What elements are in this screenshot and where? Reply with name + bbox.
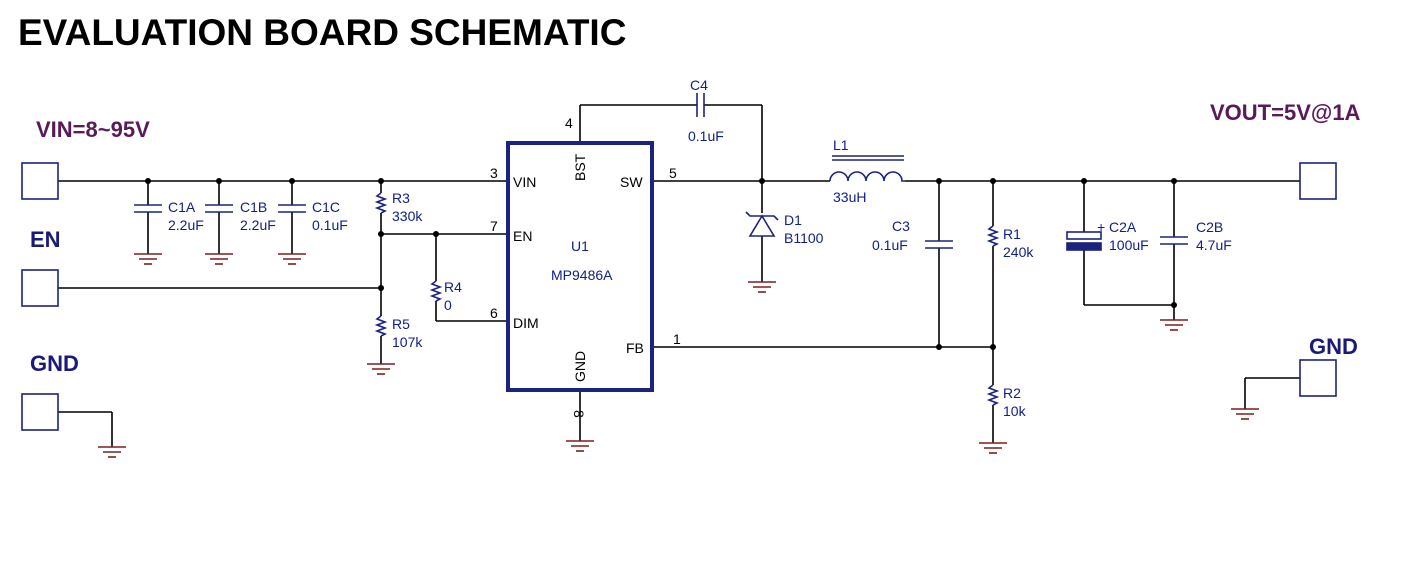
svg-text:1: 1: [673, 331, 681, 347]
resistor-r5: R5 107k: [374, 315, 423, 350]
resistor-r3: R3 330k: [374, 190, 423, 224]
svg-text:C1B: C1B: [240, 199, 267, 215]
svg-text:GND: GND: [1309, 334, 1358, 359]
diode-d1: D1 B1100: [745, 211, 824, 246]
svg-text:0.1uF: 0.1uF: [312, 217, 348, 233]
svg-text:5: 5: [669, 165, 677, 181]
ground-symbols: [98, 253, 1259, 458]
wires: [58, 104, 1300, 447]
svg-text:R5: R5: [392, 316, 410, 332]
svg-text:0: 0: [444, 297, 452, 313]
port-gnd-right: GND: [1299, 334, 1358, 397]
port-en: EN: [21, 227, 61, 307]
svg-text:R4: R4: [444, 279, 462, 295]
port-vout: VOUT=5V@1A: [1210, 100, 1361, 200]
ic-u1: U1 MP9486A VIN EN DIM SW FB BST GND 3 7 …: [490, 115, 681, 418]
capacitor-c1a: C1A 2.2uF: [134, 199, 204, 233]
svg-text:8: 8: [571, 410, 587, 418]
svg-text:C4: C4: [690, 77, 708, 93]
svg-text:GND: GND: [572, 351, 588, 382]
svg-text:33uH: 33uH: [833, 189, 866, 205]
svg-text:EN: EN: [30, 227, 61, 252]
svg-text:C2B: C2B: [1196, 219, 1223, 235]
resistor-r2: R2 10k: [986, 384, 1027, 419]
capacitor-c3: C3 0.1uF: [872, 218, 953, 253]
page-title: EVALUATION BOARD SCHEMATIC: [18, 12, 627, 53]
svg-text:330k: 330k: [392, 208, 423, 224]
svg-text:U1: U1: [571, 238, 589, 254]
svg-text:240k: 240k: [1003, 244, 1034, 260]
svg-text:GND: GND: [30, 351, 79, 376]
junction-dots: [145, 178, 1177, 350]
svg-text:B1100: B1100: [784, 230, 824, 246]
svg-text:R1: R1: [1003, 226, 1021, 242]
capacitor-c1c: C1C 0.1uF: [278, 199, 348, 233]
svg-text:BST: BST: [572, 153, 588, 181]
svg-text:7: 7: [490, 218, 498, 234]
capacitor-c2b: C2B 4.7uF: [1160, 219, 1232, 253]
svg-text:0.1uF: 0.1uF: [688, 128, 724, 144]
resistor-r1: R1 240k: [986, 225, 1034, 260]
port-gnd-left: GND: [21, 351, 79, 431]
svg-text:R2: R2: [1003, 385, 1021, 401]
svg-text:C1C: C1C: [312, 199, 340, 215]
svg-text:0.1uF: 0.1uF: [872, 237, 908, 253]
inductor-l1: L1 33uH: [829, 137, 905, 205]
svg-text:VIN=8~95V: VIN=8~95V: [36, 117, 150, 142]
svg-text:100uF: 100uF: [1109, 237, 1149, 253]
svg-text:L1: L1: [833, 137, 849, 153]
capacitor-c2a: + C2A 100uF: [1066, 219, 1149, 253]
svg-text:2.2uF: 2.2uF: [168, 217, 204, 233]
svg-text:DIM: DIM: [513, 315, 539, 331]
svg-text:2.2uF: 2.2uF: [240, 217, 276, 233]
capacitor-c1b: C1B 2.2uF: [205, 199, 276, 233]
svg-text:4: 4: [565, 115, 573, 131]
svg-text:MP9486A: MP9486A: [551, 267, 613, 283]
svg-text:VOUT=5V@1A: VOUT=5V@1A: [1210, 100, 1361, 125]
svg-text:FB: FB: [626, 340, 644, 356]
svg-text:SW: SW: [620, 174, 643, 190]
svg-text:VIN: VIN: [513, 174, 536, 190]
svg-text:C3: C3: [892, 218, 910, 234]
svg-text:6: 6: [490, 305, 498, 321]
resistor-r4: R4 0: [429, 279, 462, 313]
svg-text:C1A: C1A: [168, 199, 196, 215]
svg-text:4.7uF: 4.7uF: [1196, 237, 1232, 253]
svg-text:D1: D1: [784, 212, 802, 228]
svg-text:EN: EN: [513, 228, 532, 244]
svg-text:3: 3: [490, 165, 498, 181]
port-vin: VIN=8~95V: [21, 117, 150, 200]
svg-text:R3: R3: [392, 190, 410, 206]
svg-text:10k: 10k: [1003, 403, 1027, 419]
svg-text:107k: 107k: [392, 334, 423, 350]
capacitor-c4: C4 0.1uF: [688, 77, 724, 144]
svg-text:C2A: C2A: [1109, 219, 1137, 235]
svg-text:+: +: [1097, 219, 1105, 235]
